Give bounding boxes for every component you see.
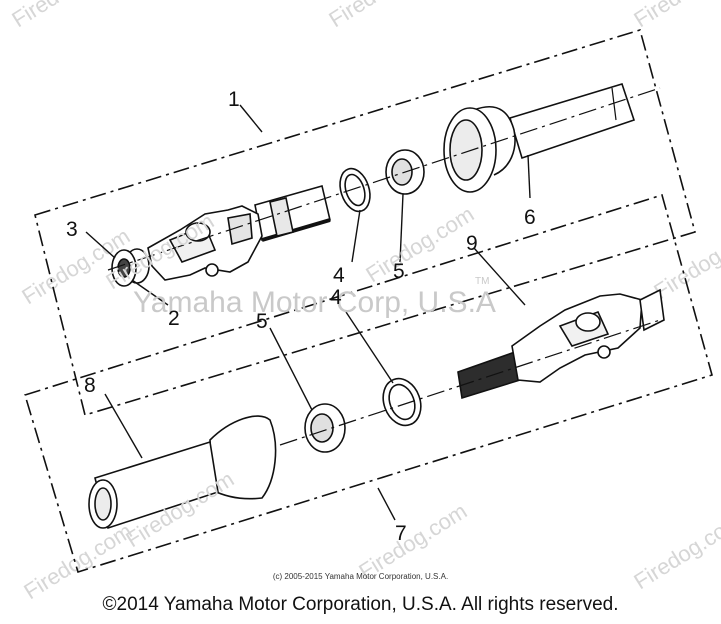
callout-labels: 1 2 3 4 4 5 5 6 7 8 9: [66, 88, 536, 545]
callout-3: 3: [66, 218, 78, 241]
copyright-notice: ©2014 Yamaha Motor Corporation, U.S.A. A…: [102, 594, 619, 615]
watermark-bottom-right: Firedog.com: [629, 508, 721, 594]
callout-5-upper: 5: [393, 260, 405, 283]
upper-assembly-outline: [34, 28, 696, 417]
callout-2: 2: [168, 307, 180, 330]
centerlines: [107, 87, 661, 446]
callout-8: 8: [84, 374, 96, 397]
callout-6: 6: [524, 206, 536, 229]
assembly-outlines: [24, 28, 713, 574]
lower-boot-tube-part-8: [88, 415, 277, 530]
center-watermark: Yamaha Motor Corp, U.S.A: [133, 286, 496, 319]
watermark-bottom-left: Firedog.com: [19, 518, 136, 604]
upper-ring-part-4: [339, 167, 371, 213]
callout-7: 7: [395, 522, 407, 545]
lower-assembly-outline: [24, 193, 713, 574]
lower-bushing-part-5: [304, 403, 346, 453]
callout-4-upper: 4: [333, 264, 345, 287]
upper-universal-joint: [111, 205, 263, 287]
callout-5-lower: 5: [256, 310, 268, 333]
upper-drive-shaft: [254, 185, 331, 242]
lower-universal-joint: [457, 288, 665, 400]
center-watermark-trademark: TM: [475, 276, 489, 287]
watermark-top-left: Firedog.com: [7, 0, 124, 32]
leader-lines: [85, 104, 531, 521]
upper-boot-tube-part-6: [443, 83, 636, 193]
watermark-top-right: Firedog.com: [629, 0, 721, 32]
callout-4-lower: 4: [330, 286, 342, 309]
lower-ring-part-4: [382, 377, 422, 427]
watermark-top-mid: Firedog.com: [324, 0, 441, 32]
small-copyright: (c) 2005-2015 Yamaha Motor Corporation, …: [272, 572, 449, 581]
watermark-center-brand: Firedog.com: [361, 201, 478, 287]
callout-9: 9: [466, 232, 478, 255]
callout-1: 1: [228, 88, 240, 111]
